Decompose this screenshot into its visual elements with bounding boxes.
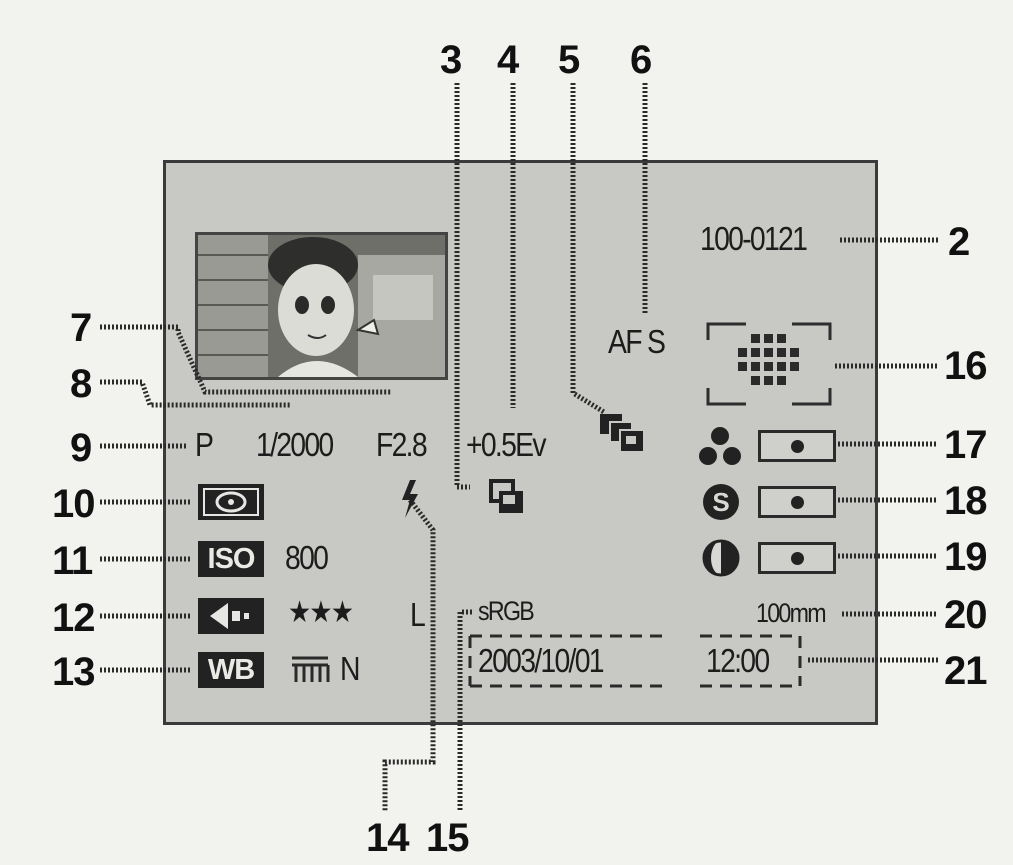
callout-17: 17: [944, 423, 987, 467]
callout-5: 5: [558, 38, 580, 82]
color-space: sRGB: [478, 596, 535, 626]
contrast-level-box: [758, 542, 836, 574]
svg-text:S: S: [712, 487, 729, 517]
callout-9: 9: [70, 426, 92, 470]
time-display: 12:00: [706, 642, 770, 679]
af-area-icon: [706, 322, 832, 406]
level-indicator-dot: [791, 440, 804, 453]
exposure-compensation: +0.5Ev: [466, 426, 547, 463]
aperture-value: F2.8: [376, 426, 428, 463]
metering-icon: [198, 484, 264, 520]
wb-value: N: [340, 650, 360, 687]
thumbnail-illustration: [198, 235, 445, 377]
flash-icon: [402, 480, 418, 518]
iso-value: 800: [285, 539, 329, 576]
date-display: 2003/10/01: [478, 642, 605, 679]
callout-6: 6: [630, 38, 652, 82]
quality-stars: ★★★: [288, 596, 354, 629]
bracketing-icon: [600, 414, 645, 453]
focal-length: 100mm: [756, 598, 827, 628]
saturation-icon: [699, 427, 741, 465]
callout-14: 14: [366, 816, 409, 860]
saturation-level-box: [758, 430, 836, 462]
callout-8: 8: [70, 362, 92, 406]
fluorescent-wb-icon: [292, 656, 330, 682]
callout-16: 16: [944, 344, 987, 388]
callout-2: 2: [948, 220, 970, 264]
iso-badge: ISO: [198, 541, 264, 577]
level-indicator-dot: [791, 552, 804, 565]
callout-12: 12: [52, 596, 95, 640]
callout-20: 20: [944, 593, 987, 637]
callout-4: 4: [497, 38, 519, 82]
continuous-drive-icon: [489, 479, 523, 513]
contrast-icon: [702, 539, 740, 577]
sharpness-level-box: [758, 486, 836, 518]
callout-11: 11: [52, 539, 93, 583]
callout-10: 10: [52, 482, 95, 526]
af-mode: AF S: [608, 323, 666, 360]
callout-18: 18: [944, 479, 987, 523]
sound-icon: [198, 598, 264, 634]
image-size: L: [410, 596, 426, 633]
image-thumbnail: [195, 232, 448, 380]
callout-13: 13: [52, 650, 95, 694]
wb-badge: WB: [198, 652, 264, 688]
callout-19: 19: [944, 535, 987, 579]
sharpness-icon: S: [703, 484, 739, 520]
level-indicator-dot: [791, 496, 804, 509]
callout-21: 21: [944, 649, 987, 693]
callout-7: 7: [70, 306, 92, 350]
shooting-mode: P: [195, 426, 214, 463]
file-number: 100-0121: [700, 220, 808, 257]
shutter-speed: 1/2000: [256, 426, 334, 463]
callout-3: 3: [440, 38, 462, 82]
callout-15: 15: [426, 816, 469, 860]
